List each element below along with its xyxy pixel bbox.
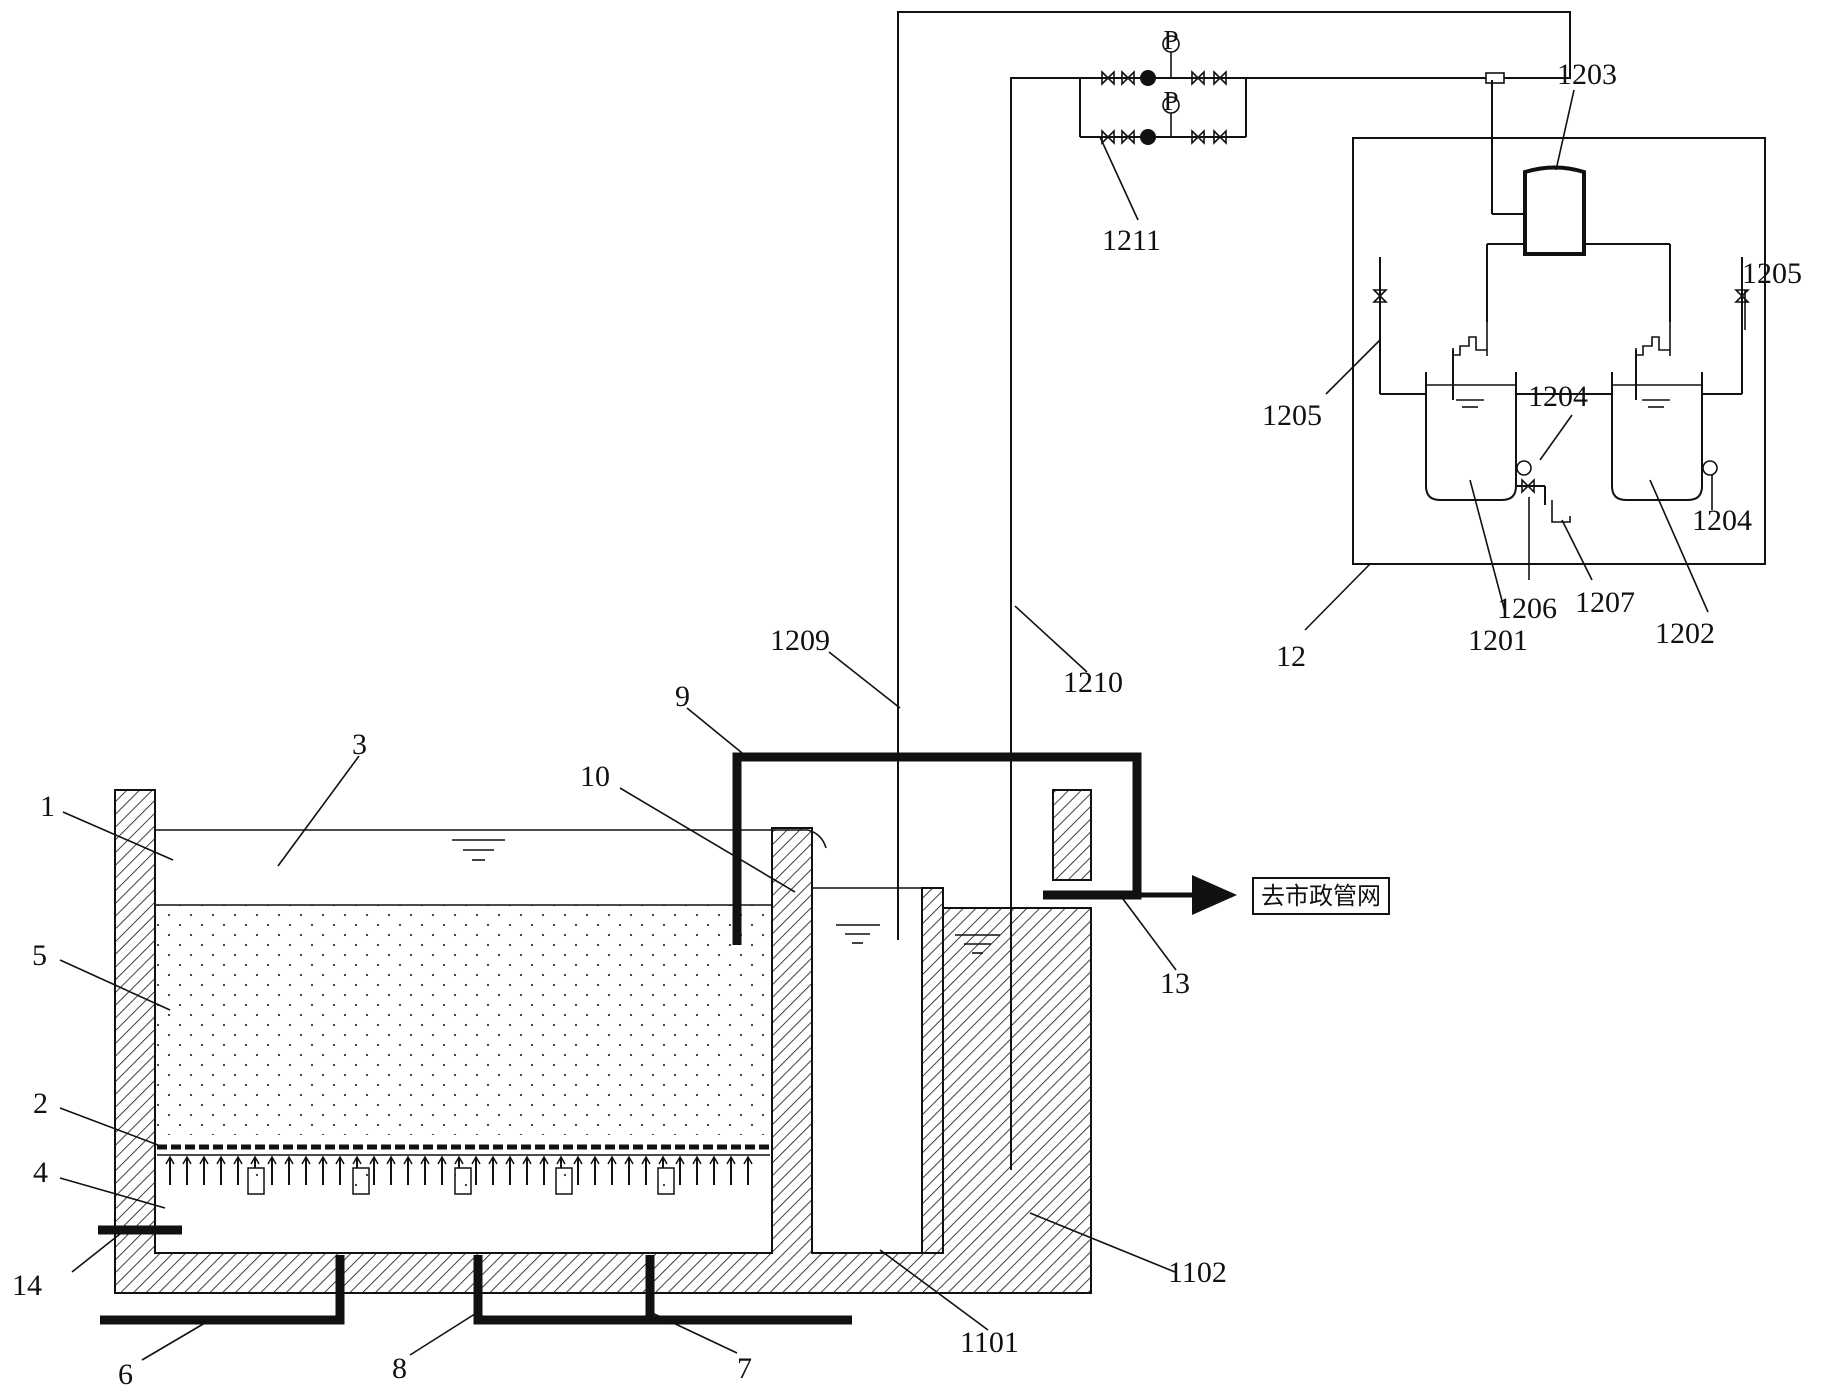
nozzle-head [352, 1155, 362, 1165]
label-1201: 1201 [1468, 624, 1528, 657]
label-1205-right: 1205 [1742, 257, 1802, 290]
label-1207: 1207 [1575, 586, 1635, 619]
tank-1201 [1425, 372, 1517, 501]
nozzle-head [250, 1155, 260, 1165]
outlet-block [1052, 789, 1092, 881]
pipe-8-7 [473, 1255, 852, 1325]
label-7: 7 [737, 1352, 752, 1385]
nozzle-head [454, 1155, 464, 1165]
nozzle-head [675, 1155, 685, 1165]
svg-text:P: P [1163, 86, 1178, 116]
nozzle-head [420, 1155, 430, 1165]
label-10: 10 [580, 760, 610, 793]
label-1206: 1206 [1497, 592, 1557, 625]
tank-1102 [943, 789, 1092, 954]
label-8: 8 [392, 1352, 407, 1385]
label-1210: 1210 [1063, 666, 1123, 699]
nozzle-head [386, 1155, 396, 1165]
water-level-symbol-1102 [955, 934, 1000, 954]
water-level-symbol-1101 [836, 924, 880, 944]
pipe-9 [732, 752, 1142, 945]
pipe-6 [100, 1255, 345, 1325]
nozzle-head [165, 1155, 175, 1165]
label-1211: 1211 [1102, 224, 1161, 257]
partition-wall [921, 887, 944, 1254]
nozzle-head [437, 1155, 447, 1165]
label-1205-left: 1205 [1262, 399, 1322, 432]
nozzle-head [573, 1155, 583, 1165]
label-14: 14 [12, 1269, 42, 1302]
label-6: 6 [118, 1358, 133, 1391]
tank-1 [98, 789, 1092, 1325]
label-5: 5 [32, 939, 47, 972]
label-1101: 1101 [960, 1326, 1019, 1359]
nozzle-head [505, 1155, 515, 1165]
label-1209: 1209 [770, 624, 830, 657]
svg-text:P: P [1163, 25, 1178, 55]
distribution-plate-2 [157, 1144, 770, 1195]
nozzle-head [726, 1155, 736, 1165]
nozzle-head [522, 1155, 532, 1165]
svg-text:去市政管网: 去市政管网 [1261, 882, 1381, 910]
nozzle-head [284, 1155, 294, 1165]
label-12: 12 [1276, 640, 1306, 673]
label-9: 9 [675, 680, 690, 713]
nozzle-head [216, 1155, 226, 1165]
nozzle-head [709, 1155, 719, 1165]
nozzle-head [692, 1155, 702, 1165]
label-1203: 1203 [1557, 58, 1617, 91]
label-1202: 1202 [1655, 617, 1715, 650]
nozzle-head [556, 1155, 566, 1165]
nozzle-head [590, 1155, 600, 1165]
nozzle-head [624, 1155, 634, 1165]
label-1204-right: 1204 [1692, 504, 1752, 537]
label-1102: 1102 [1168, 1256, 1227, 1289]
nozzle-head [488, 1155, 498, 1165]
nozzle-head [182, 1155, 192, 1165]
nozzle-head [658, 1155, 668, 1165]
label-1: 1 [40, 790, 55, 823]
nozzle-head [539, 1155, 549, 1165]
tank-1202 [1611, 372, 1703, 501]
dosing-unit-12 [1352, 80, 1766, 565]
label-13: 13 [1160, 967, 1190, 1000]
pump-manifold-1211: P P [1079, 25, 1509, 145]
number-labels: 1 3 5 2 4 14 6 8 7 9 10 13 1101 1102 120… [12, 58, 1802, 1391]
label-2: 2 [33, 1087, 48, 1120]
nozzle-head [607, 1155, 617, 1165]
nozzle-head [199, 1155, 209, 1165]
nozzle-head [403, 1155, 413, 1165]
tank-1101 [812, 887, 944, 1254]
nozzle-head [369, 1155, 379, 1165]
dosing-enclosure [1352, 137, 1766, 565]
nozzle-head [335, 1155, 345, 1165]
label-4: 4 [33, 1156, 48, 1189]
nozzle-head [471, 1155, 481, 1165]
filter-media-5 [157, 905, 770, 1135]
nozzle-head [743, 1155, 753, 1165]
water-level-symbol-3 [452, 839, 505, 861]
pipe-1209 [897, 11, 1571, 940]
destination-box: 去市政管网 [1252, 877, 1390, 915]
nozzle-head [641, 1155, 651, 1165]
leader-lines [59, 89, 1746, 1361]
nozzle-head [318, 1155, 328, 1165]
pipe-1210 [1010, 77, 1080, 1170]
tank-1-wall [114, 789, 1092, 1294]
mixer-1203 [1523, 165, 1586, 256]
label-3: 3 [352, 728, 367, 761]
nozzle-head [233, 1155, 243, 1165]
nozzle-head [267, 1155, 277, 1165]
label-1204-top: 1204 [1528, 380, 1588, 413]
nozzle-head [301, 1155, 311, 1165]
